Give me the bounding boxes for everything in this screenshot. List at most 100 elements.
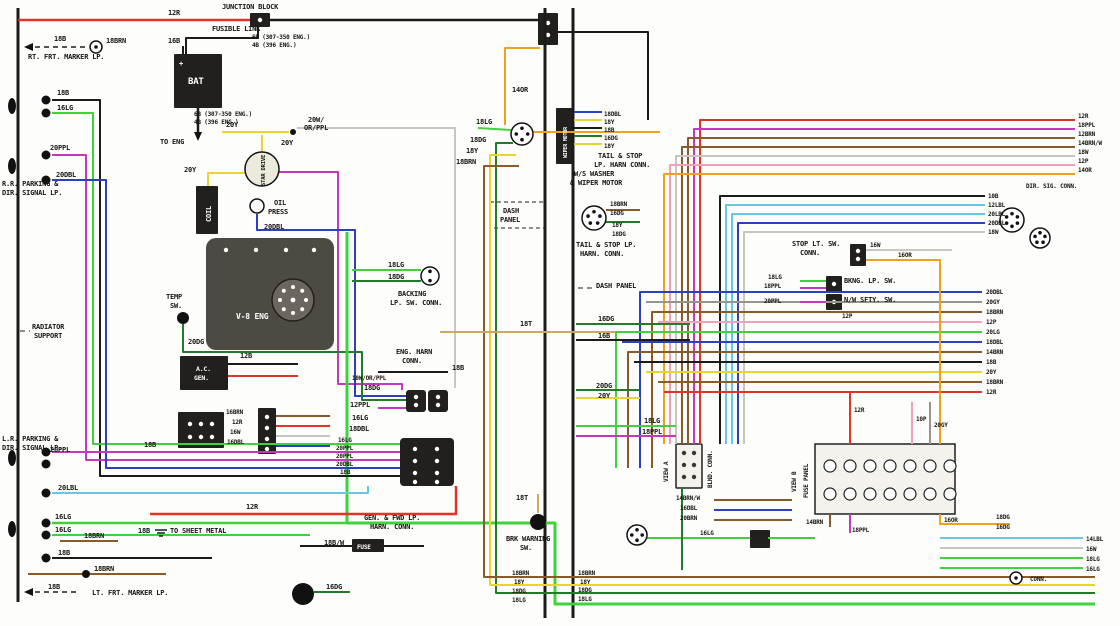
terminal-dot-icon	[412, 479, 418, 485]
diagram-label: 12R	[854, 407, 865, 414]
diagram-label: 20W/	[308, 116, 324, 124]
diagram-label: LT. FRT. MARKER LP.	[92, 589, 168, 597]
lamp-icon	[8, 158, 16, 174]
diagram-label: 16DG	[598, 315, 614, 323]
diagram-label: VIEW A	[663, 461, 670, 482]
diagram-label: 20PPL	[336, 445, 354, 452]
diagram-label: 18DG	[388, 273, 404, 281]
terminal-dot-icon	[586, 214, 590, 218]
diagram-label: 18B/W	[324, 539, 345, 547]
terminal-dot-icon	[412, 470, 418, 476]
terminal-dot-icon	[1015, 215, 1020, 219]
wire	[681, 146, 1075, 444]
diagram-label: STAR DRIVE	[261, 155, 267, 186]
lamp-terminal	[41, 150, 51, 160]
diagram-label: 18BRN	[610, 201, 628, 208]
diagram-label: RADIATOR	[32, 323, 65, 331]
terminal-dot-icon	[435, 402, 441, 408]
tail-stop-harness-connector	[510, 122, 534, 146]
wire	[207, 172, 246, 186]
diagram-label: 16W	[230, 429, 241, 436]
diagram-label: 20Y	[226, 121, 239, 129]
diagram-label: 16DG	[326, 583, 342, 591]
diagram-label: 16LG	[55, 513, 71, 521]
lamp-terminal	[41, 459, 51, 469]
diagram-label: BACKING	[398, 290, 426, 298]
diagram-label: BRK WARNING	[506, 535, 550, 543]
wire	[279, 171, 403, 390]
fuse-holder	[352, 539, 384, 552]
diagram-label: 18DBL	[349, 425, 369, 433]
diagram-label: 20Y	[281, 139, 294, 147]
diagram-label: 18LG	[512, 597, 526, 604]
diagram-label: 16W	[870, 242, 881, 249]
diagram-label: 20GY	[934, 422, 948, 429]
wire	[639, 291, 982, 468]
terminal-dot-icon	[412, 458, 418, 464]
diagram-label: 14OR	[512, 86, 529, 94]
diagram-label: 10P	[916, 416, 927, 423]
diagram-label: 16LG	[338, 437, 352, 444]
diagram-label: 14BRN/W	[676, 495, 700, 502]
diagram-label: 6B (307-350 ENG.)	[252, 34, 310, 41]
diagram-label: BLND. CONN.	[707, 450, 714, 488]
wire	[52, 154, 400, 461]
horn	[292, 583, 314, 605]
fuse-icon	[883, 459, 897, 473]
diagram-label: SW.	[170, 302, 182, 310]
wire	[939, 514, 1010, 525]
diagram-label: R.R. PARKING &	[2, 180, 59, 188]
diagram-label: 12R	[1078, 113, 1089, 120]
diagram-label: 20DG	[596, 382, 612, 390]
diagram-label: 16OR	[898, 252, 912, 259]
diagram-label: 18Y	[514, 579, 525, 586]
wire	[693, 128, 1075, 444]
diagram-label: 18B	[604, 127, 615, 134]
alternator	[180, 356, 228, 390]
diagram-label: TO ENG	[160, 138, 184, 146]
terminal-dot-icon	[520, 137, 524, 142]
diagram-label: COIL	[205, 206, 213, 222]
terminal-dot-icon	[428, 269, 432, 274]
fuse-icon	[903, 487, 917, 501]
wire	[483, 165, 1095, 578]
diagram-label: 18B	[48, 583, 60, 591]
diagram-label: GEN.	[194, 374, 209, 382]
lamp-terminal	[41, 95, 51, 105]
starter-solenoid	[244, 151, 280, 187]
diagram-label: 18B	[54, 35, 66, 43]
callout-box	[489, 201, 545, 229]
engine-harness-connector	[406, 390, 426, 412]
terminal-dot-icon	[264, 436, 270, 442]
distributor-terminal-icon	[291, 284, 295, 289]
diagram-label: 14BRN	[986, 349, 1004, 356]
terminal-dot-icon	[598, 214, 602, 218]
diagram-label: 18B	[986, 359, 997, 366]
diagram-label: 18Y	[612, 222, 623, 229]
terminal-dot-icon	[187, 421, 193, 427]
diagram-label: 16LG	[352, 414, 368, 422]
wire	[663, 173, 1075, 444]
diagram-label: 18Y	[466, 147, 479, 155]
diagram-label: 14BRN	[806, 519, 824, 526]
diagram-label: TAIL & STOP	[598, 152, 642, 160]
distributor-terminal-icon	[300, 288, 305, 293]
wire	[725, 204, 985, 444]
diagram-label: SW.	[520, 544, 532, 552]
diagram-label: 18Y	[604, 143, 615, 150]
terminal-dot-icon	[434, 479, 440, 485]
junction-dot	[290, 129, 296, 135]
diagram-label: 18LG	[768, 274, 782, 281]
dash-harness-connector	[581, 205, 607, 231]
fuse-icon	[823, 487, 837, 501]
distributor-terminal-icon	[291, 311, 295, 316]
fuse-icon	[823, 459, 837, 473]
lamp-symbols-layer	[8, 98, 16, 537]
terminal-dot-icon	[855, 256, 861, 262]
fuse-icon	[943, 459, 957, 473]
arrow-icon	[24, 588, 33, 596]
connectors-layer	[41, 40, 1051, 605]
terminal-dot-icon	[428, 278, 432, 283]
wire	[699, 119, 1075, 444]
